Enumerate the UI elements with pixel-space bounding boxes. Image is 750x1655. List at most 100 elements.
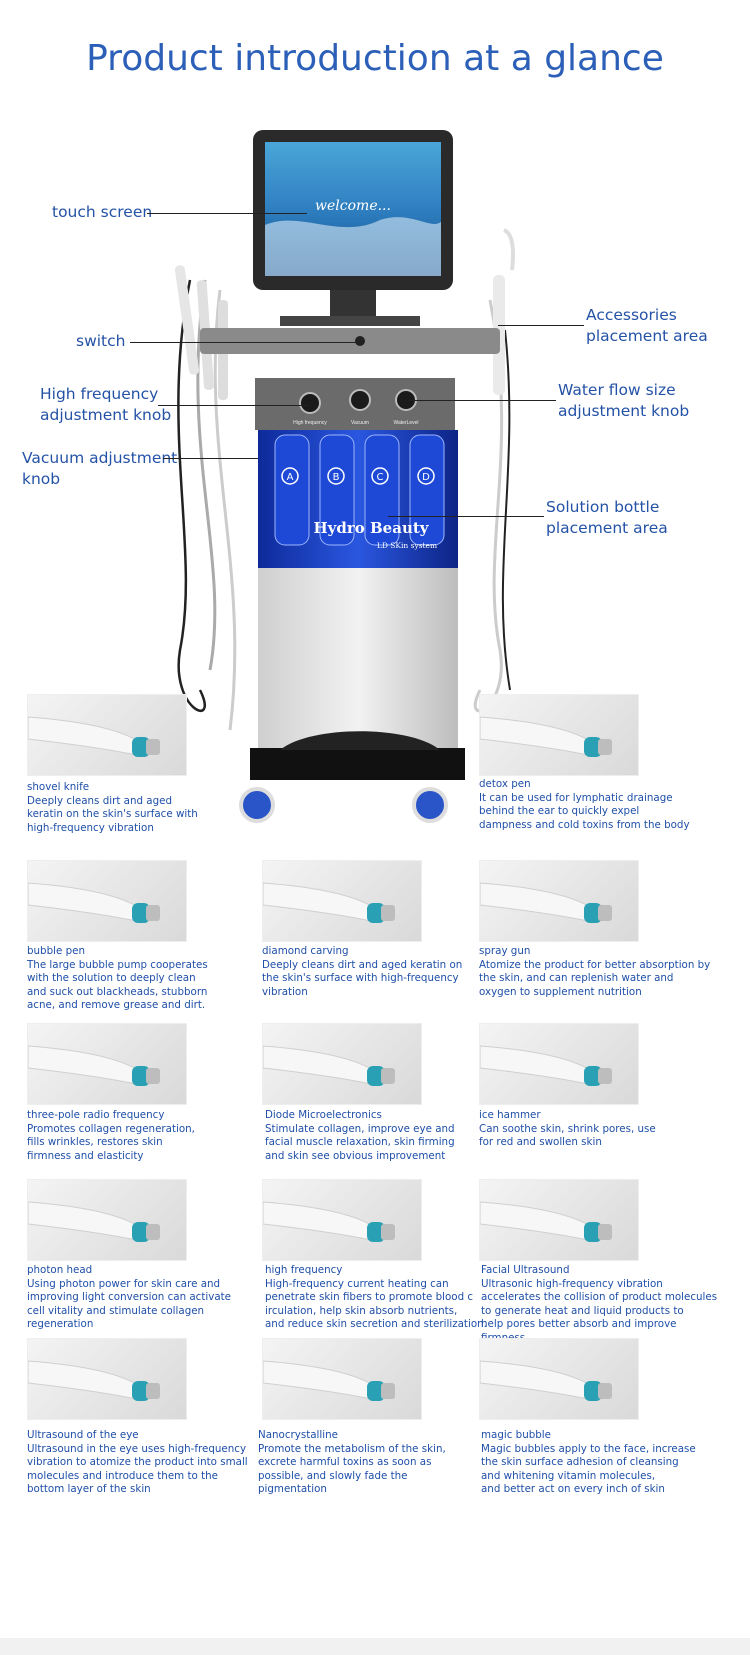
accessory-name: three-pole radio frequency	[27, 1109, 165, 1121]
accessory-description: Ultrasonic high-frequency vibration acce…	[481, 1277, 718, 1344]
switch-icon[interactable]	[355, 336, 365, 346]
accessory-image-three-pole-radio-frequency	[27, 1023, 187, 1105]
callout-line-water-flow	[408, 400, 556, 401]
knob-label-2: Vacuum	[351, 420, 369, 426]
accessory-name: high frequency	[265, 1264, 343, 1276]
accessory-name: ice hammer	[479, 1109, 541, 1121]
accessory-description: High-frequency current heating can penet…	[265, 1277, 487, 1331]
bottle-label-b: B	[333, 472, 340, 483]
callout-line-vacuum	[163, 458, 258, 459]
accessory-name: photon head	[27, 1264, 93, 1276]
handpiece-icon	[28, 1201, 160, 1242]
accessory-image-high-frequency	[262, 1179, 422, 1261]
accessory-description: Promotes collagen regeneration, fills wr…	[27, 1122, 195, 1162]
handpiece-icon	[263, 882, 395, 923]
bottom-bar	[0, 1638, 750, 1655]
accessory-image-ice-hammer	[479, 1023, 639, 1105]
vacuum-knob[interactable]	[349, 389, 371, 411]
accessory-description: It can be used for lymphatic drainage be…	[479, 791, 690, 831]
handpiece-icon	[263, 1360, 395, 1401]
callout-line-accessories	[498, 325, 584, 326]
handpiece-icon	[480, 882, 612, 923]
callout-water-flow-knob: Water flow size adjustment knob	[558, 381, 690, 420]
handpiece-icon	[28, 716, 160, 757]
accessory-description: Using photon power for skin care and imp…	[27, 1277, 232, 1331]
handpiece-icon	[28, 1045, 160, 1086]
handpiece-icon	[263, 1201, 395, 1242]
handpiece-icon	[480, 1201, 612, 1242]
callout-line-touch-screen	[147, 213, 307, 214]
accessory-image-diamond-carving	[262, 860, 422, 942]
brand-text: Hydro Beauty	[314, 519, 430, 537]
accessory-name: magic bubble	[481, 1429, 552, 1441]
accessory-description: Stimulate collagen, improve eye and faci…	[265, 1122, 455, 1162]
accessory-name: detox pen	[479, 778, 531, 790]
accessory-description: Magic bubbles apply to the face, increas…	[481, 1442, 696, 1496]
accessory-image-bubble-pen	[27, 860, 187, 942]
accessory-description: Promote the metabolism of the skin, excr…	[258, 1442, 446, 1496]
handpiece-icon	[28, 1360, 160, 1401]
handpiece-icon	[263, 1045, 395, 1086]
callout-solution-bottle-area: Solution bottle placement area	[546, 498, 668, 537]
accessory-image-photon-head	[27, 1179, 187, 1261]
callout-line-solution-bottle	[388, 516, 544, 517]
page-title: Product introduction at a glance	[86, 38, 664, 79]
accessory-description: Deeply cleans dirt and aged keratin on t…	[262, 958, 463, 998]
callout-high-frequency-knob: High frequency adjustment knob	[40, 385, 172, 424]
subbrand-text: LD SKin system	[377, 541, 437, 550]
knob-label-3: WaterLevel	[393, 420, 418, 426]
bottle-label-a: A	[287, 472, 294, 483]
callout-switch: switch	[76, 332, 126, 350]
accessory-name: diamond carving	[262, 945, 349, 957]
accessory-name: shovel knife	[27, 781, 90, 793]
callout-vacuum-knob: Vacuum adjustment knob	[22, 449, 178, 488]
callout-accessories-area: Accessories placement area	[586, 306, 708, 345]
accessory-name: bubble pen	[27, 945, 86, 957]
accessory-description: Ultrasound in the eye uses high-frequenc…	[27, 1442, 248, 1496]
high-frequency-knob[interactable]	[299, 392, 321, 414]
accessory-image-facial-ultrasound	[479, 1179, 639, 1261]
screen-welcome-text: welcome...	[315, 198, 391, 214]
accessory-name: Facial Ultrasound	[481, 1264, 570, 1276]
accessory-image-shovel-knife	[27, 694, 187, 776]
accessory-image-spray-gun	[479, 860, 639, 942]
accessory-name: Nanocrystalline	[258, 1429, 338, 1441]
handpiece-icon	[480, 1360, 612, 1401]
accessory-description: The large bubble pump cooperates with th…	[27, 958, 208, 1012]
accessory-image-diode-microelectronics	[262, 1023, 422, 1105]
accessory-description: Deeply cleans dirt and aged keratin on t…	[27, 794, 198, 834]
accessory-image-nanocrystalline	[262, 1338, 422, 1420]
callout-touch-screen: touch screen	[52, 203, 153, 221]
bottle-label-c: C	[377, 472, 384, 483]
accessory-name: Diode Microelectronics	[265, 1109, 382, 1121]
handpiece-icon	[480, 1045, 612, 1086]
bottle-label-d: D	[422, 472, 430, 483]
knob-label-1: High frequency	[293, 420, 327, 426]
callout-line-switch	[130, 342, 360, 343]
handpiece-icon	[28, 882, 160, 923]
accessory-description: Atomize the product for better absorptio…	[479, 958, 711, 998]
accessory-image-ultrasound-of-the-eye	[27, 1338, 187, 1420]
accessory-name: Ultrasound of the eye	[27, 1429, 139, 1441]
accessory-image-detox-pen	[479, 694, 639, 776]
machine-image: welcome... High frequency Vacuum WaterLe…	[174, 130, 515, 823]
accessory-name: spray gun	[479, 945, 531, 957]
accessory-image-magic-bubble	[479, 1338, 639, 1420]
callout-line-high-frequency	[158, 405, 310, 406]
handpiece-icon	[480, 716, 612, 757]
accessory-description: Can soothe skin, shrink pores, use for r…	[479, 1122, 656, 1149]
